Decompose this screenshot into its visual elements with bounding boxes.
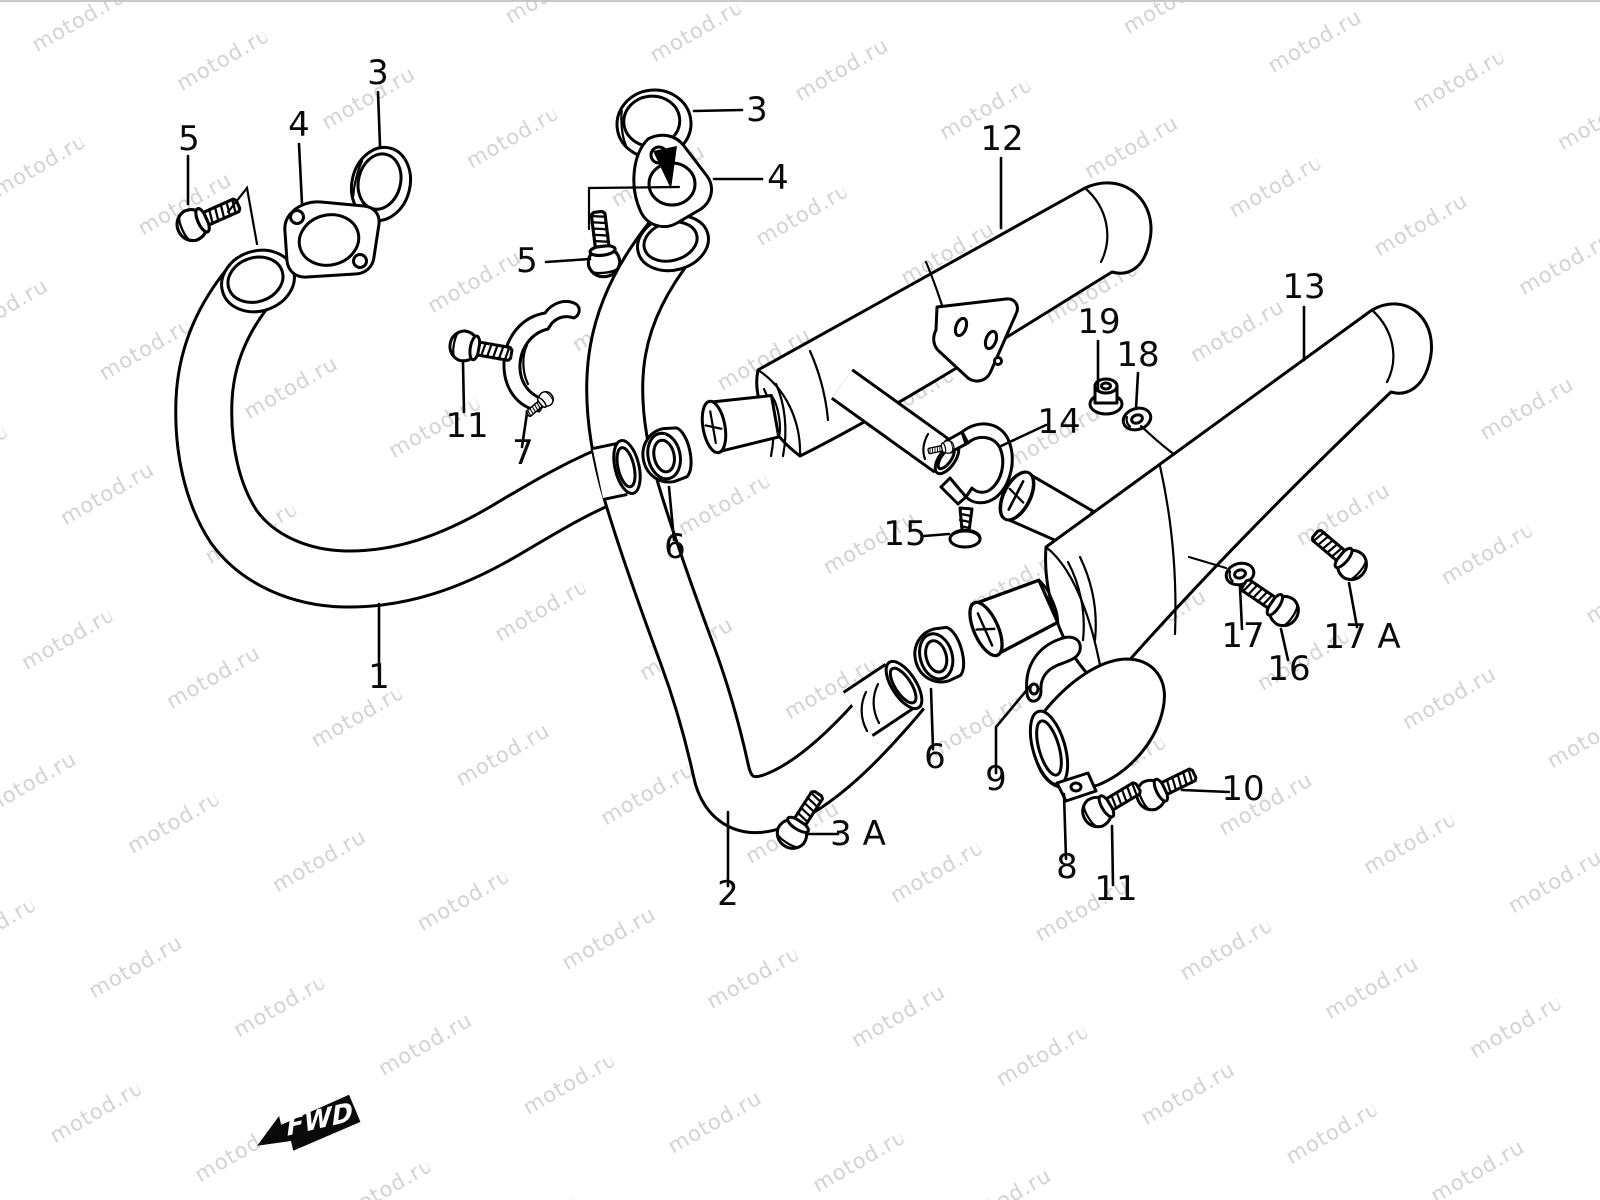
callout-1: 1 bbox=[368, 657, 390, 697]
pipe-1-end bbox=[592, 439, 642, 501]
pipe-1-inlet-ring bbox=[220, 248, 296, 314]
muffler-12-bracket bbox=[932, 297, 1019, 383]
muffler-right-13 bbox=[961, 302, 1433, 691]
callout-11-top: 11 bbox=[445, 406, 488, 446]
pipe-2-end-sleeve bbox=[842, 659, 924, 737]
callout-8: 8 bbox=[1056, 847, 1078, 887]
callout-17: 17 bbox=[1221, 616, 1264, 656]
callout-2: 2 bbox=[717, 874, 739, 914]
callout-19: 19 bbox=[1077, 302, 1120, 342]
fwd-arrow-shape bbox=[257, 1094, 361, 1151]
bolt-5-left-axis-line bbox=[226, 185, 259, 246]
callout-3a: 3 A bbox=[830, 814, 886, 854]
muffler-connector-cover-8 bbox=[1028, 657, 1166, 803]
callout-4-right: 4 bbox=[767, 158, 789, 198]
callout-11-bottom: 11 bbox=[1094, 869, 1137, 909]
callout-5-right: 5 bbox=[516, 241, 538, 281]
callout-18: 18 bbox=[1116, 335, 1159, 375]
washer-17-pointer bbox=[1187, 555, 1228, 570]
exhaust-flange-right bbox=[632, 133, 714, 228]
callout-12: 12 bbox=[980, 119, 1023, 159]
exhaust-header-pipe-1 bbox=[174, 248, 637, 609]
exhaust-gasket-left bbox=[349, 145, 413, 223]
clamp-screw-15 bbox=[948, 506, 982, 549]
callout-16: 16 bbox=[1267, 649, 1310, 689]
callout-10: 10 bbox=[1221, 769, 1264, 809]
exhaust-flange-left bbox=[283, 200, 381, 279]
top-border bbox=[0, 0, 1600, 2]
callout-9: 9 bbox=[985, 759, 1007, 799]
muffler-bracket-9 bbox=[1025, 635, 1082, 703]
callout-15: 15 bbox=[883, 514, 926, 554]
mount-nut-19 bbox=[1088, 377, 1124, 416]
callout-labels: 1 2 3 3 3 A 4 4 5 5 6 6 7 8 9 10 11 11 1… bbox=[178, 53, 1400, 914]
callout-5-left: 5 bbox=[178, 119, 200, 159]
pipe-2-inlet-ring bbox=[636, 213, 710, 273]
leader-lines bbox=[186, 90, 1359, 888]
callout-13: 13 bbox=[1282, 267, 1325, 307]
callout-3-left: 3 bbox=[367, 53, 389, 93]
callout-14: 14 bbox=[1037, 402, 1080, 442]
exhaust-header-pipe-2 bbox=[585, 213, 926, 835]
callout-3-right: 3 bbox=[746, 90, 768, 130]
callout-4-left: 4 bbox=[288, 105, 310, 145]
callout-7: 7 bbox=[512, 433, 534, 473]
callout-17a: 17 A bbox=[1323, 617, 1400, 657]
connector-clamp-14 bbox=[926, 422, 1014, 506]
callout-6-bottom: 6 bbox=[924, 737, 946, 777]
bolt-5-right-axis-line bbox=[587, 185, 681, 231]
pipe-clamp-7 bbox=[502, 299, 581, 421]
callout-6-top: 6 bbox=[664, 527, 686, 567]
